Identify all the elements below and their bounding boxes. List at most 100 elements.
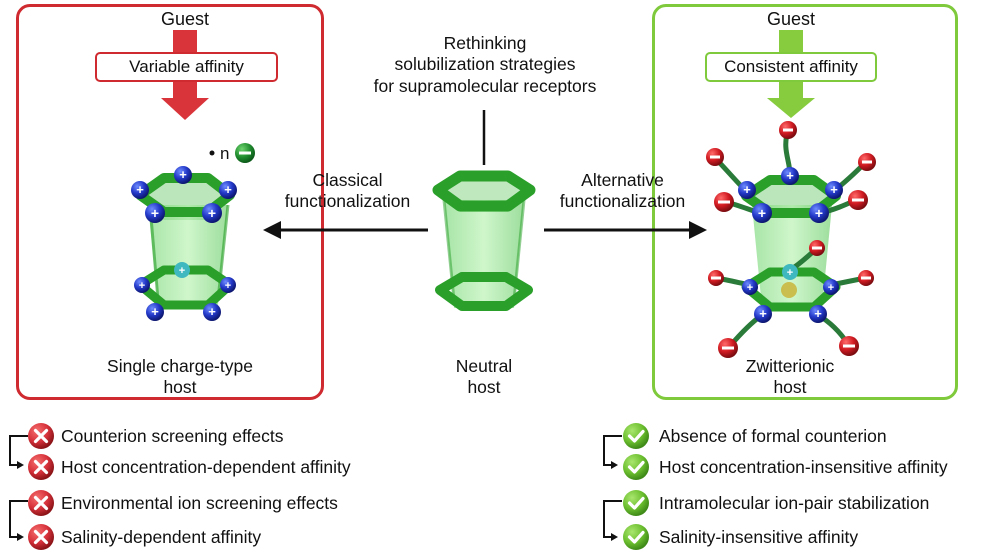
right-host-caption: Zwitterionic host (700, 356, 880, 399)
svg-text:+: + (830, 182, 838, 197)
svg-text:+: + (747, 282, 753, 294)
plus-sphere-icon: + (174, 262, 190, 278)
left-guest-label: Guest (160, 9, 210, 29)
check-circle-icon (623, 454, 649, 480)
svg-text:+: + (179, 265, 185, 277)
right-host-caption-line-1: Zwitterionic (745, 356, 835, 376)
plus-sphere-icon: + (203, 303, 221, 321)
minus-sphere-icon (235, 143, 255, 163)
check-circle-icon (623, 524, 649, 550)
x-circle-icon (28, 454, 54, 480)
check-circle-icon (623, 423, 649, 449)
minus-sphere-icon (839, 336, 859, 356)
classical-label-line-2: functionalization (284, 191, 411, 212)
right-guest-arrow (767, 30, 815, 118)
neutral-host-caption-line-1: Neutral (455, 356, 513, 376)
left-list-connectors (9, 435, 28, 541)
plus-sphere-icon: + (809, 203, 829, 223)
svg-text:+: + (151, 205, 159, 221)
plus-sphere-icon: + (825, 181, 843, 199)
right-list-item: Absence of formal counterion (659, 426, 887, 446)
right-list-item: Salinity-insensitive affinity (659, 527, 859, 547)
minus-sphere-icon (706, 148, 724, 166)
svg-text:+: + (208, 205, 216, 221)
minus-sphere-icon (809, 240, 825, 256)
plus-sphere-icon: + (174, 166, 192, 184)
center-title-line-1: Rethinking (443, 33, 527, 53)
plus-sphere-icon: + (742, 279, 758, 295)
minus-sphere-icon (714, 192, 734, 212)
left-panel-frame (16, 4, 324, 400)
left-host-caption: Single charge-type host (60, 356, 300, 399)
right-panel-frame (652, 4, 958, 400)
minus-sphere-icon (858, 270, 874, 286)
alternative-arrow (544, 221, 707, 239)
center-title-line-3: for supramolecular receptors (373, 75, 597, 96)
plus-sphere-icon: + (809, 305, 827, 323)
plus-sphere-icon: + (146, 303, 164, 321)
svg-text:+: + (758, 205, 766, 221)
counterion-label: n (220, 144, 229, 163)
neutral-host-caption-line-2: host (467, 377, 501, 398)
minus-sphere-icon (858, 153, 876, 171)
svg-text:+: + (828, 282, 834, 294)
plus-sphere-icon: + (781, 167, 799, 185)
left-list-item: Counterion screening effects (61, 426, 284, 446)
left-list-item: Salinity-dependent affinity (61, 527, 262, 547)
plus-sphere-icon: + (754, 305, 772, 323)
plus-sphere-icon: + (219, 181, 237, 199)
alternative-label-line-1: Alternative (581, 170, 664, 190)
classical-label: Classical functionalization (265, 170, 430, 213)
plus-sphere-icon: + (131, 181, 149, 199)
svg-text:+: + (151, 304, 159, 319)
minus-sphere-icon (718, 338, 738, 358)
right-list-connectors (603, 435, 622, 541)
plus-sphere-icon: + (782, 264, 798, 280)
alternative-label: Alternative functionalization (540, 170, 705, 213)
svg-text:+: + (815, 205, 823, 221)
x-circle-icon (28, 490, 54, 516)
center-title-line-2: solubilization strategies (394, 54, 576, 75)
minus-sphere-icon (848, 190, 868, 210)
right-guest-label: Guest (766, 9, 816, 29)
left-host-caption-line-2: host (163, 377, 197, 398)
svg-text:+: + (136, 182, 144, 197)
left-host-cations: + + + + + + + + + + (131, 166, 237, 321)
right-list-item: Intramolecular ion-pair stabilization (659, 493, 930, 513)
x-circle-icon (28, 423, 54, 449)
left-host-caption-line-1: Single charge-type (107, 356, 253, 376)
svg-text:+: + (814, 306, 822, 321)
check-circle-icon (623, 490, 649, 516)
svg-text:+: + (787, 267, 793, 279)
plus-sphere-icon: + (134, 277, 150, 293)
left-list-item: Host concentration-dependent affinity (61, 457, 351, 477)
x-circle-icon (28, 524, 54, 550)
right-list-icons (623, 423, 649, 550)
minus-sphere-icon (708, 270, 724, 286)
plus-sphere-icon: + (823, 279, 839, 295)
left-guest-arrow (161, 30, 209, 120)
counterion-indicator: n (209, 143, 255, 163)
svg-text:+: + (139, 280, 145, 292)
svg-text:+: + (224, 182, 232, 197)
plus-sphere-icon: + (145, 203, 165, 223)
right-list-item: Host concentration-insensitive affinity (659, 457, 948, 477)
svg-text:+: + (759, 306, 767, 321)
plus-sphere-icon: + (738, 181, 756, 199)
right-host-anions (706, 121, 876, 358)
classical-label-line-1: Classical (312, 170, 383, 190)
svg-text:+: + (786, 168, 794, 183)
svg-text:+: + (208, 304, 216, 319)
svg-text:+: + (743, 182, 751, 197)
plus-sphere-icon: + (752, 203, 772, 223)
classical-arrow (263, 221, 428, 239)
center-title: Rethinking solubilization strategies for… (340, 33, 630, 97)
left-list-item: Environmental ion screening effects (61, 493, 338, 513)
left-list-icons (28, 423, 54, 550)
neutral-host (432, 170, 536, 311)
right-host-cations: + + + + + + + + + + (738, 167, 843, 323)
right-host-caption-line-2: host (773, 377, 807, 398)
svg-text:+: + (225, 280, 231, 292)
minus-sphere-icon (779, 121, 797, 139)
